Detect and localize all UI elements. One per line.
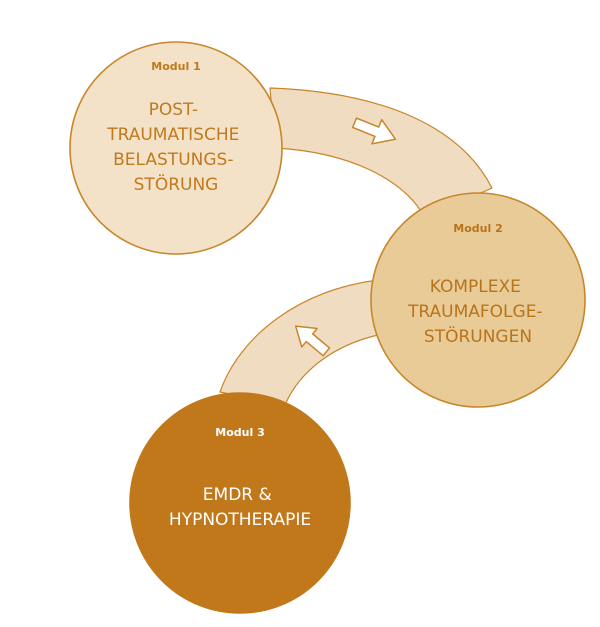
module-1-circle bbox=[69, 41, 283, 255]
connector-band-2-3 bbox=[219, 279, 379, 406]
module-3-title: EMDR & HYPNOTHERAPIE bbox=[169, 485, 311, 530]
connector-band-1-2 bbox=[269, 87, 493, 219]
module-3-node: Modul 3 EMDR & HYPNOTHERAPIE bbox=[129, 392, 351, 614]
module-2-title-line: STÖRUNGEN bbox=[424, 325, 532, 347]
module-3-label: Modul 3 bbox=[215, 426, 264, 439]
module-1-title-line: POST- bbox=[149, 100, 198, 120]
arrow-right-icon bbox=[351, 117, 397, 145]
module-2-title-line: TRAUMAFOLGE- bbox=[407, 302, 543, 322]
module-2-label: Modul 2 bbox=[453, 222, 502, 235]
module-1-title-line: TRAUMATISCHE bbox=[106, 125, 239, 145]
module-1-title: POST- TRAUMATISCHE BELASTUNGS- STÖRUNG bbox=[106, 100, 245, 195]
module-2-title-line: KOMPLEXE bbox=[430, 277, 521, 297]
module-2-circle bbox=[370, 192, 586, 408]
module-3-title-line: HYPNOTHERAPIE bbox=[169, 510, 311, 530]
module-3-circle bbox=[129, 392, 351, 614]
arrow-left-icon bbox=[294, 325, 331, 357]
module-1-title-line: BELASTUNGS- bbox=[113, 150, 233, 170]
module-1-label: Modul 1 bbox=[151, 60, 200, 73]
module-1-node: Modul 1 POST- TRAUMATISCHE BELASTUNGS- S… bbox=[69, 41, 283, 255]
module-3-title-line: EMDR & bbox=[203, 485, 272, 505]
module-2-node: Modul 2 KOMPLEXE TRAUMAFOLGE- STÖRUNGEN bbox=[370, 192, 586, 408]
module-2-title: KOMPLEXE TRAUMAFOLGE- STÖRUNGEN bbox=[407, 277, 548, 347]
module-1-title-line: STÖRUNG bbox=[134, 173, 219, 195]
